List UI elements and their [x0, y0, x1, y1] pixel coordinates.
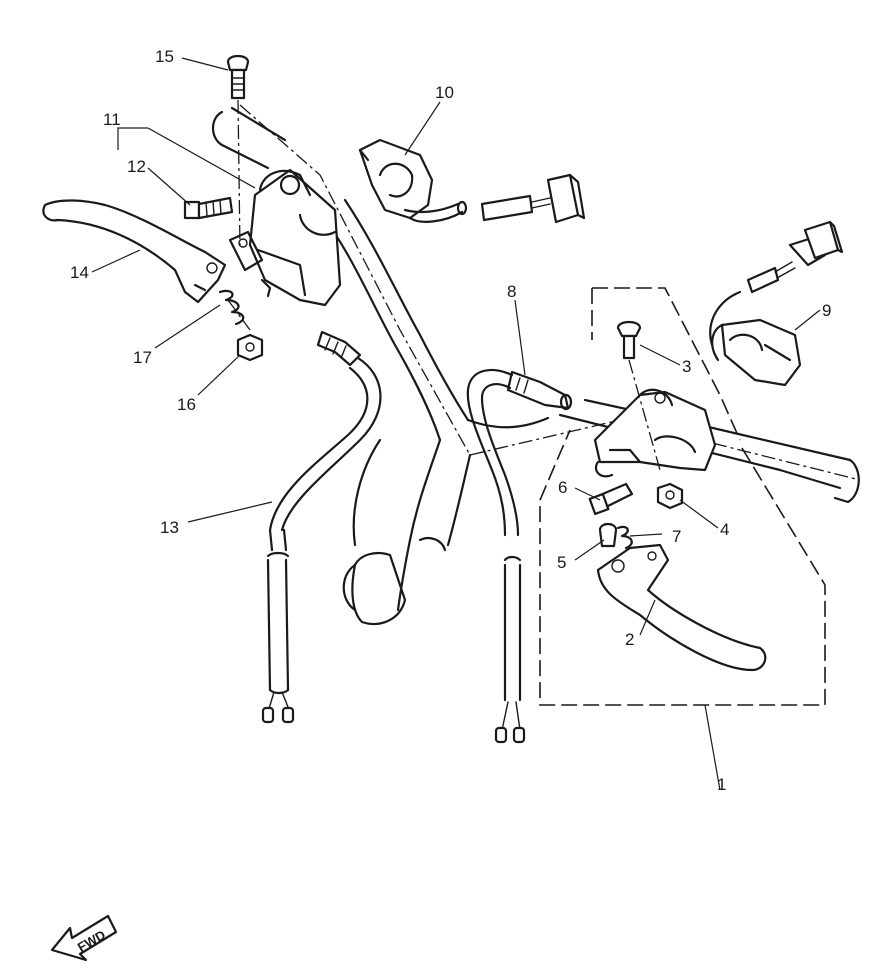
- callout-10: 10: [435, 83, 454, 102]
- cable-13: [261, 330, 382, 724]
- callout-8: 8: [507, 282, 516, 301]
- callout-labels: 15 11 12 14 17 16 13 10 8 9 3 6 4 7 5 2 …: [70, 47, 831, 794]
- callout-2: 2: [625, 630, 634, 649]
- cable-8: [466, 368, 573, 744]
- left-lever-holder: [228, 168, 342, 307]
- callout-16: 16: [177, 395, 196, 414]
- bolt-6: [588, 482, 634, 516]
- callout-17: 17: [133, 348, 152, 367]
- nut-4: [656, 482, 684, 510]
- callout-14: 14: [70, 263, 89, 282]
- right-lever: [596, 543, 767, 672]
- callout-11: 11: [103, 110, 121, 129]
- bolt-15: [226, 54, 250, 251]
- spring-7: [616, 525, 633, 550]
- callout-1: 1: [717, 775, 726, 794]
- nut-16: [236, 333, 264, 362]
- bolt-5: [598, 522, 618, 548]
- switch-housing-10: [358, 138, 468, 223]
- right-lever-holder: [593, 388, 717, 478]
- leader-lines: [91, 57, 821, 791]
- connector-10: [480, 173, 586, 224]
- forward-arrow-icon: FWD: [50, 914, 118, 962]
- callout-15: 15: [155, 47, 174, 66]
- callout-9: 9: [822, 301, 831, 320]
- callout-3: 3: [682, 357, 691, 376]
- connector-9: [746, 220, 844, 294]
- callout-13: 13: [160, 518, 179, 537]
- callout-12: 12: [127, 157, 146, 176]
- callout-6: 6: [558, 478, 567, 497]
- callout-4: 4: [720, 520, 729, 539]
- assembly-1-boundary: [539, 287, 826, 706]
- bolt-12: [183, 196, 234, 220]
- spring-17: [218, 289, 251, 331]
- left-lever: [42, 199, 227, 304]
- switch-9: [709, 290, 802, 387]
- callout-5: 5: [557, 553, 566, 572]
- callout-7: 7: [672, 527, 681, 546]
- bolt-3: [616, 320, 661, 471]
